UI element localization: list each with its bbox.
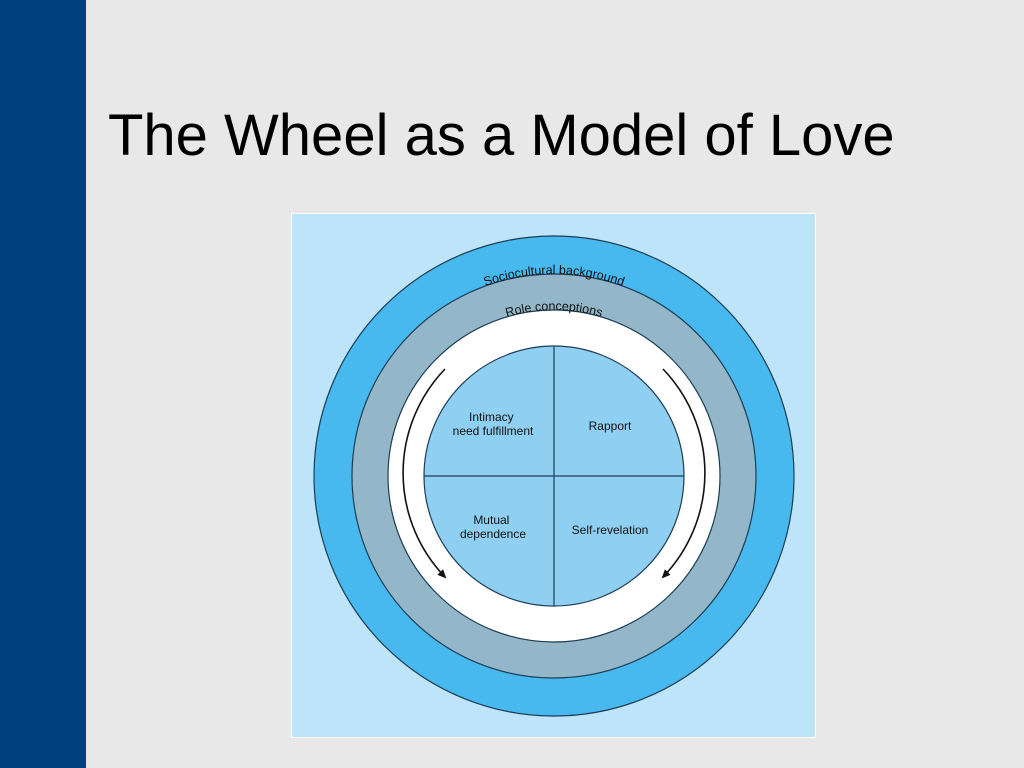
slide-title: The Wheel as a Model of Love: [108, 103, 895, 168]
wheel-diagram-panel: Sociocultural background Role conception…: [291, 213, 816, 738]
quadrant-label-rapport: Rapport: [589, 419, 632, 433]
left-flow-arrow: [402, 368, 447, 579]
wheel-diagram: Sociocultural background Role conception…: [313, 235, 795, 717]
quadrant-label-mutual-dependence: Mutual dependence: [460, 513, 526, 541]
middle-ring-label: Role conceptions: [504, 299, 604, 320]
side-accent-bar: [0, 0, 86, 768]
quadrant-label-self-revelation: Self-revelation: [572, 523, 649, 537]
right-flow-arrow: [661, 368, 706, 579]
quadrant-label-intimacy: Intimacy need fulfillment: [453, 410, 534, 438]
